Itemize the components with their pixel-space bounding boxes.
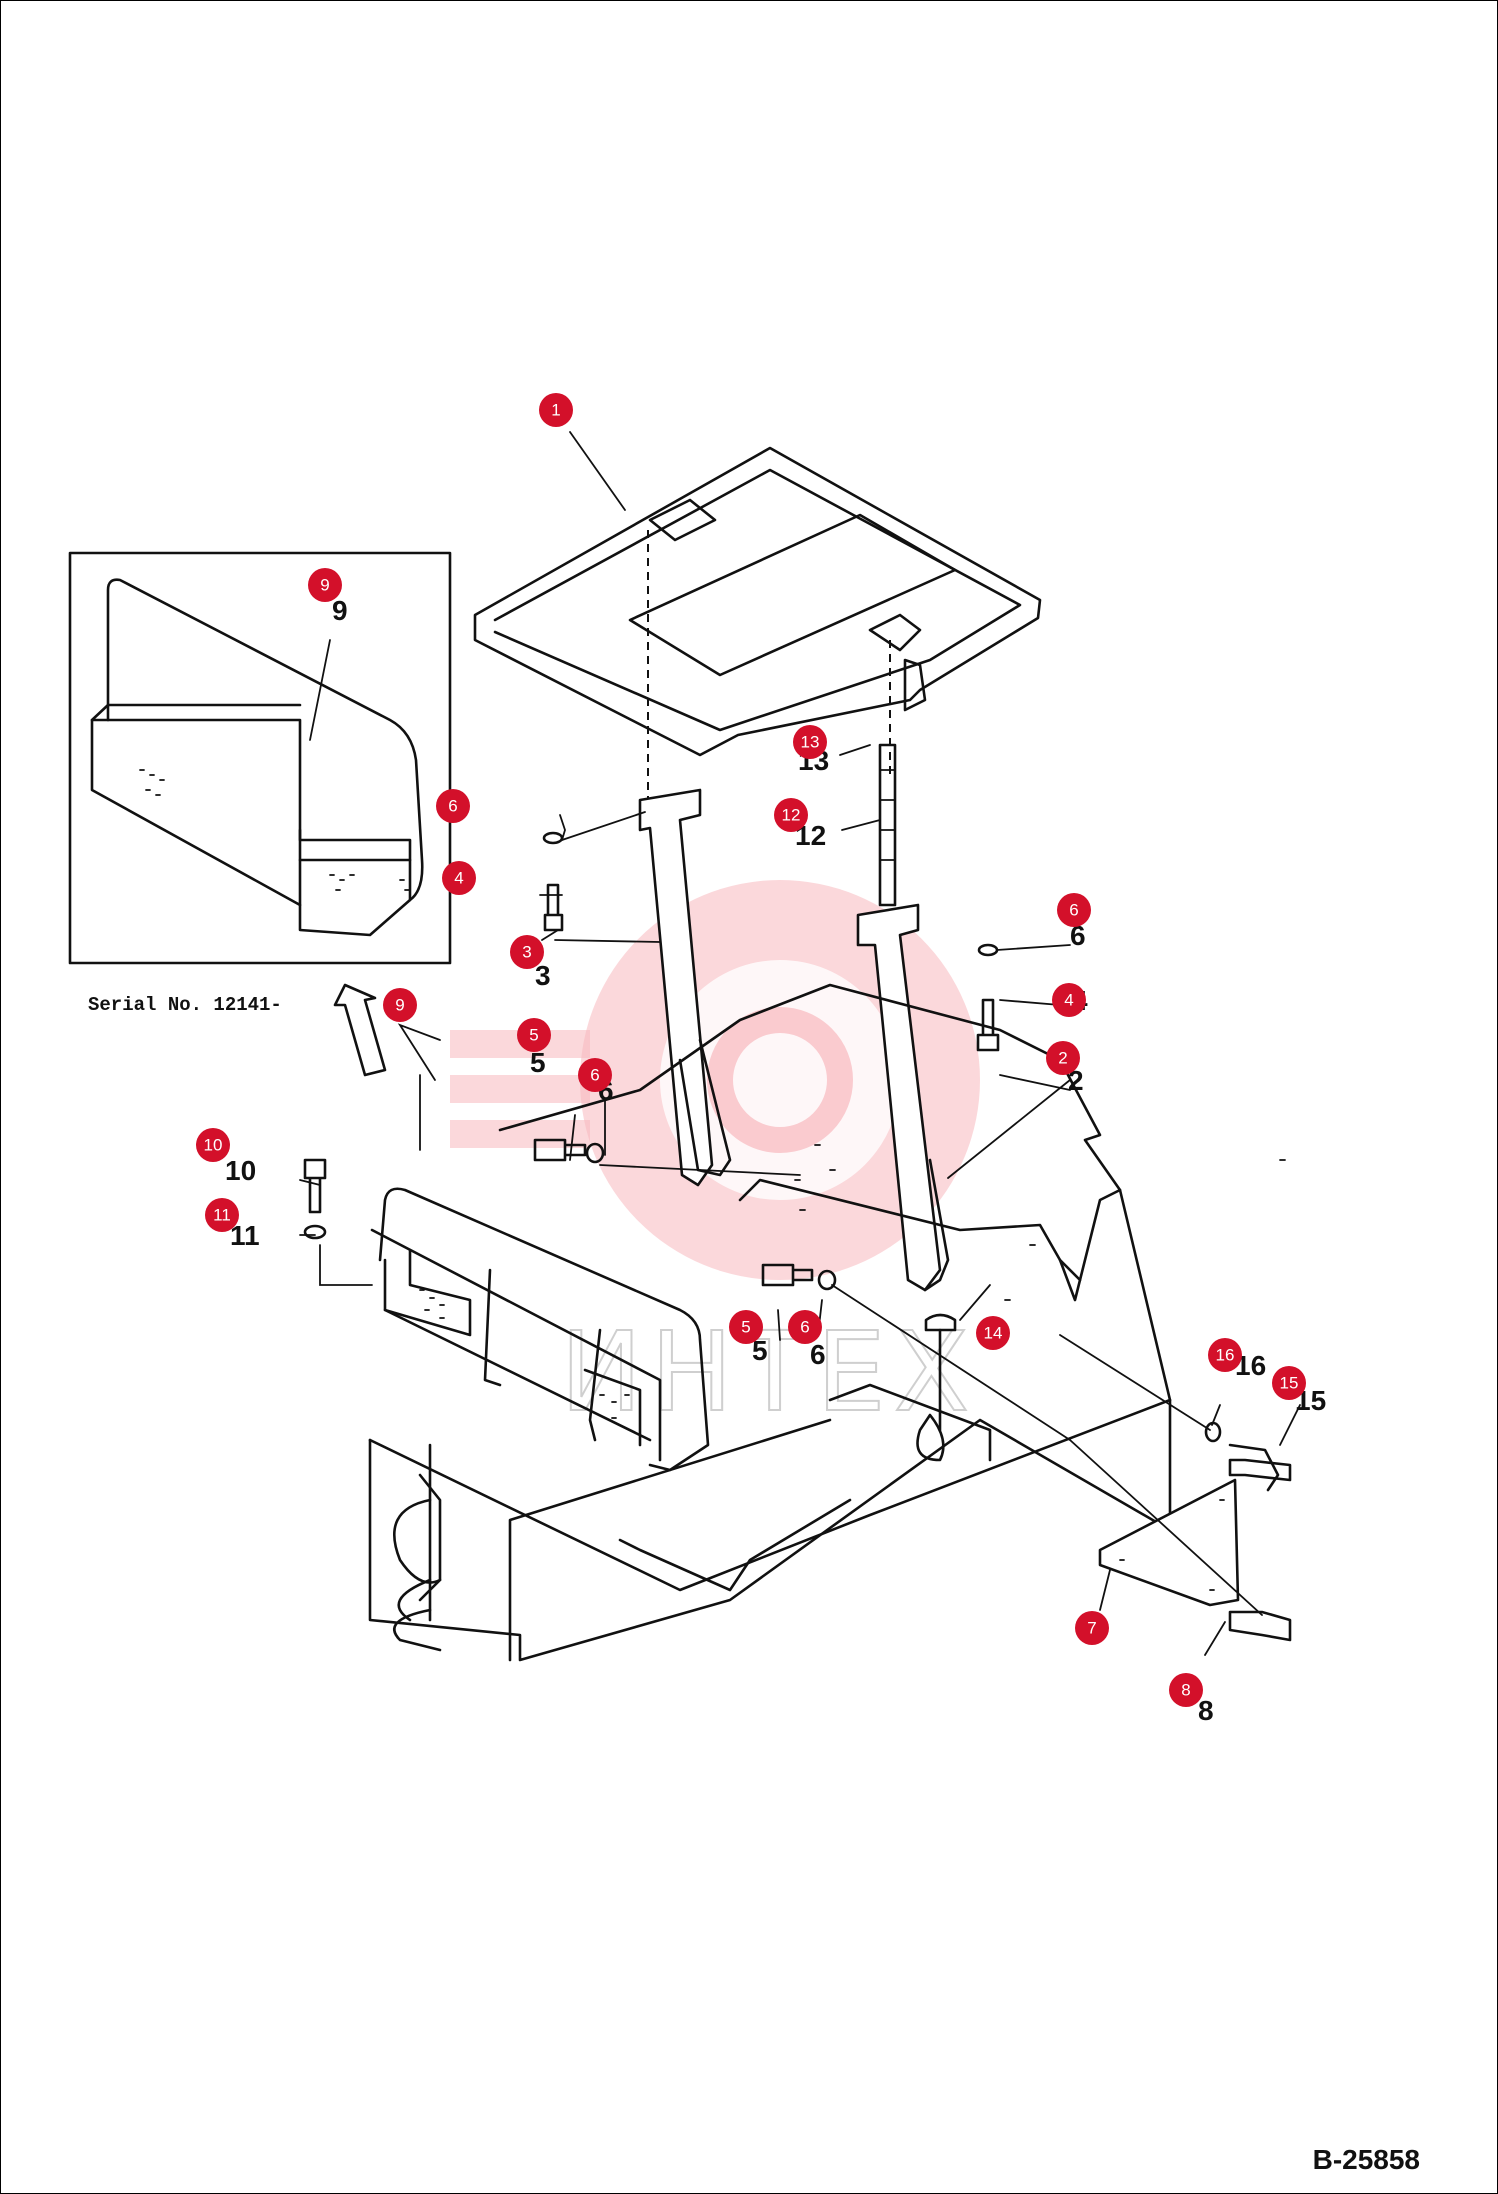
callout-badge: 2	[1046, 1041, 1080, 1075]
part-2-post	[856, 903, 950, 1292]
callout-label: 7	[1087, 1619, 1096, 1638]
leader-lines	[299, 431, 1301, 1656]
callout-badge: 9	[308, 568, 342, 602]
printed-number-8: 8	[1198, 1695, 1214, 1726]
callout-badge: 8	[1169, 1673, 1203, 1707]
callout-badge: 1	[539, 393, 573, 427]
part-3-post	[638, 788, 732, 1187]
callout-label: 3	[522, 943, 531, 962]
callout-badge: 13	[793, 725, 827, 759]
callout-label: 13	[801, 733, 820, 752]
printed-number-10: 10	[225, 1155, 256, 1186]
callout-badge: 11	[205, 1198, 239, 1232]
callout-badge: 6	[578, 1058, 612, 1092]
roof-canopy	[473, 446, 1042, 810]
callout-label: 2	[1058, 1049, 1067, 1068]
document-id: B-25858	[1312, 2144, 1420, 2175]
direction-arrow	[333, 983, 387, 1077]
callout-badge: 3	[510, 935, 544, 969]
callout-label: 1	[551, 401, 560, 420]
callout-badge: 14	[976, 1316, 1010, 1350]
callout-label: 6	[800, 1318, 809, 1337]
callout-badge: 16	[1208, 1338, 1242, 1372]
callout-badge: 12	[774, 798, 808, 832]
callout-label: 10	[204, 1136, 223, 1155]
printed-number-9: 9	[332, 595, 348, 626]
callout-badge: 4	[442, 861, 476, 895]
printed-number-6: 6	[810, 1339, 826, 1370]
callout-label: 9	[320, 576, 329, 595]
callout-label: 9	[395, 996, 404, 1015]
callout-label: 6	[448, 797, 457, 816]
callout-label: 16	[1216, 1346, 1235, 1365]
inset-detail-box	[68, 551, 452, 965]
callout-badge: 10	[196, 1128, 230, 1162]
callout-label: 11	[213, 1206, 231, 1225]
callout-label: 15	[1280, 1374, 1299, 1393]
callout-badge: 6	[436, 789, 470, 823]
callout-label: 4	[454, 869, 463, 888]
callout-label: 12	[782, 806, 801, 825]
callout-label: 6	[590, 1066, 599, 1085]
callout-badge: 5	[517, 1018, 551, 1052]
callout-badge: 6	[1057, 893, 1091, 927]
part-7-side-plate	[1098, 1478, 1240, 1607]
callout-label: 6	[1069, 901, 1078, 920]
printed-number-2: 2	[1068, 1065, 1084, 1096]
callout-badge: 9	[383, 988, 417, 1022]
printed-number-6: 6	[1070, 920, 1086, 951]
printed-number-3: 3	[535, 960, 551, 991]
callout-badges: 1 9 13 12 6 4 3 6 4 9 5 6 2 10 11 5 6 14…	[196, 393, 1306, 1707]
callout-label: 14	[984, 1324, 1003, 1343]
callout-badge: 6	[788, 1310, 822, 1344]
callout-badge: 15	[1272, 1366, 1306, 1400]
callout-label: 8	[1181, 1681, 1190, 1700]
machine-base	[368, 983, 1286, 1662]
callout-badge: 5	[729, 1310, 763, 1344]
bolts-and-washers	[303, 831, 1292, 1642]
callout-badge: 7	[1075, 1611, 1109, 1645]
callout-label: 5	[529, 1026, 538, 1045]
printed-number-5: 5	[530, 1047, 546, 1078]
printed-number-5: 5	[752, 1335, 768, 1366]
callout-label: 5	[741, 1318, 750, 1337]
watermark-text: ИНТЕХ	[560, 1308, 977, 1436]
serial-number-note: Serial No. 12141-	[88, 994, 282, 1016]
callout-badge: 4	[1052, 983, 1086, 1017]
part-12-pipe	[878, 743, 897, 907]
part-9-guard-rail	[370, 1187, 710, 1472]
callout-label: 4	[1064, 991, 1073, 1010]
